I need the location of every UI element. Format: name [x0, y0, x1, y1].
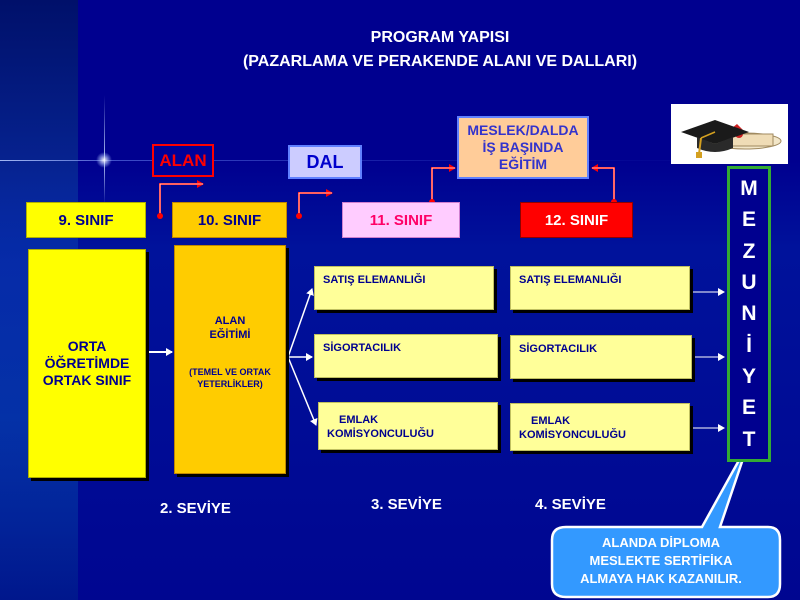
mezuniyet-letter: Z: [742, 239, 756, 263]
mezuniyet-letter: Y: [741, 365, 756, 389]
graduation-cap-diploma-icon: [671, 104, 788, 164]
dal-label: DAL: [288, 145, 362, 179]
branch-11-sigortacilik: SİGORTACILIK: [314, 334, 498, 378]
branch-12-emlak-line-1: EMLAK: [531, 415, 571, 427]
level-3-label: 3. SEVİYE: [371, 496, 442, 513]
mezuniyet-letter: E: [741, 208, 756, 232]
meslek-egitim-box: MESLEK/DALDA İŞ BAŞINDA EĞİTİM: [457, 116, 589, 179]
mezuniyet-letter: M: [740, 177, 758, 201]
branch-11-emlak: EMLAK KOMİSYONCULUĞU: [318, 402, 498, 450]
mezuniyet-letter: T: [742, 427, 756, 451]
alan-egitimi-line-4: YETERLİKLER): [197, 379, 263, 389]
alan-egitimi-line-3: (TEMEL VE ORTAK: [189, 367, 271, 377]
alan-egitimi-line-1: ALAN: [214, 315, 246, 327]
callout-line-1: ALANDA DİPLOMA: [602, 535, 720, 550]
branch-11-satis: SATIŞ ELEMANLIĞI: [314, 266, 494, 310]
alan-label: ALAN: [152, 144, 214, 177]
branch-12-sigortacilik: SİGORTACILIK: [510, 335, 692, 379]
orta-line-3: ORTAK SINIF: [42, 372, 132, 388]
decorative-vertical-line: [104, 95, 105, 205]
branch-12-satis: SATIŞ ELEMANLIĞI: [510, 266, 690, 310]
mezuniyet-letter: E: [741, 396, 756, 420]
mezuniyet-frame: M E Z U N İ Y E T: [727, 166, 771, 462]
alan-egitimi-box: ALAN EĞİTİMİ (TEMEL VE ORTAK YETERLİKLER…: [174, 245, 286, 474]
meslek-line-3: EĞİTİM: [498, 156, 548, 172]
grade-10-box: 10. SINIF: [172, 202, 287, 238]
meslek-line-2: İŞ BAŞINDA: [482, 139, 564, 155]
orta-ogretim-box: ORTA ÖĞRETİMDE ORTAK SINIF: [28, 249, 146, 478]
branch-12-emlak-line-2: KOMİSYONCULUĞU: [519, 429, 626, 441]
branch-12-satis-label: SATIŞ ELEMANLIĞI: [519, 274, 622, 286]
grade-11-box: 11. SINIF: [342, 202, 460, 238]
alan-egitimi-line-2: EĞİTİMİ: [209, 329, 251, 341]
level-4-label: 4. SEVİYE: [535, 496, 606, 513]
grade-9-box: 9. SINIF: [26, 202, 146, 238]
branch-11-sigortacilik-label: SİGORTACILIK: [323, 342, 402, 354]
branch-11-emlak-line-1: EMLAK: [339, 414, 379, 426]
slide-title: PROGRAM YAPISI: [370, 29, 510, 46]
orta-line-2: ÖĞRETİMDE: [44, 355, 130, 371]
level-2-label: 2. SEVİYE: [160, 500, 231, 517]
branch-12-emlak: EMLAK KOMİSYONCULUĞU: [510, 403, 690, 451]
mezuniyet-letter: U: [741, 271, 757, 295]
mezuniyet-letter: N: [741, 302, 757, 326]
callout-line-2: MESLEKTE SERTİFİKA: [589, 553, 733, 568]
slide-subtitle: (PAZARLAMA VE PERAKENDE ALANI VE DALLARI…: [242, 53, 638, 70]
branch-11-satis-label: SATIŞ ELEMANLIĞI: [323, 274, 426, 286]
orta-line-1: ORTA: [67, 338, 107, 354]
grade-12-box: 12. SINIF: [520, 202, 633, 238]
callout-text: ALANDA DİPLOMA MESLEKTE SERTİFİKA ALMAYA…: [554, 534, 768, 588]
branch-12-sigortacilik-label: SİGORTACILIK: [519, 343, 598, 355]
meslek-line-1: MESLEK/DALDA: [467, 122, 579, 138]
decorative-flare: [96, 152, 112, 168]
callout-line-3: ALMAYA HAK KAZANILIR.: [580, 571, 742, 586]
branch-11-emlak-line-2: KOMİSYONCULUĞU: [327, 428, 434, 440]
mezuniyet-letter: İ: [746, 333, 752, 357]
decorative-horizontal-line: [0, 160, 800, 161]
